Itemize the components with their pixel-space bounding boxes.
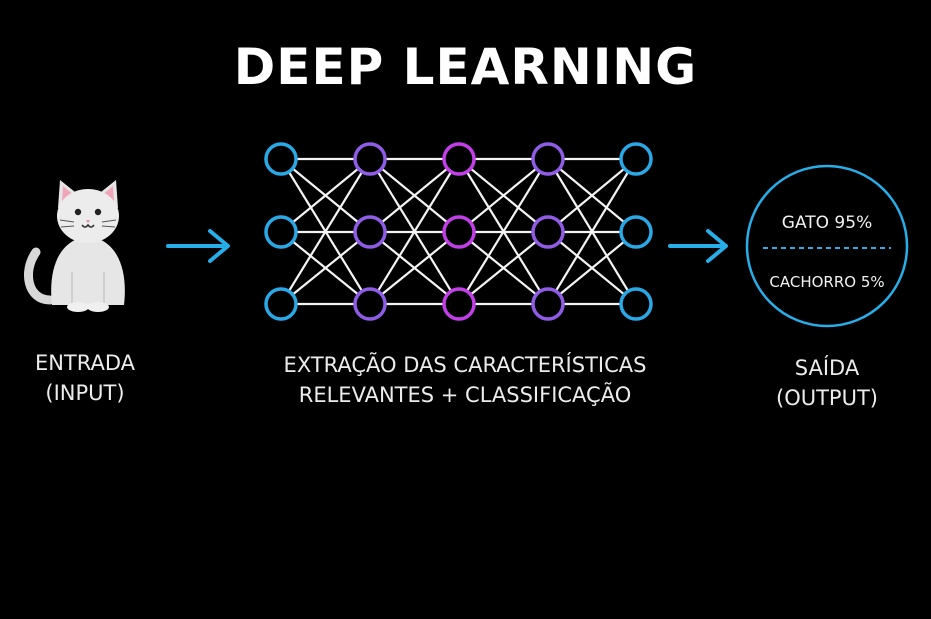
connection-line bbox=[280, 231, 371, 305]
connection-line bbox=[280, 158, 371, 233]
network-node bbox=[531, 215, 565, 249]
network-node bbox=[353, 287, 387, 321]
output-label: SAÍDA (OUTPUT) bbox=[742, 353, 912, 413]
network-label: EXTRAÇÃO DAS CARACTERÍSTICAS RELEVANTES … bbox=[245, 350, 685, 410]
network-node bbox=[619, 142, 653, 176]
connection-line bbox=[547, 158, 637, 305]
output-circle: GATO 95% CACHORRO 5% bbox=[745, 164, 909, 328]
network-label-line2: RELEVANTES + CLASSIFICAÇÃO bbox=[298, 383, 632, 407]
cat-icon bbox=[24, 180, 125, 312]
network-node bbox=[442, 287, 476, 321]
connection-line bbox=[458, 158, 549, 233]
output-label-line1: SAÍDA bbox=[794, 356, 860, 380]
connection-line bbox=[369, 231, 460, 305]
connection-line bbox=[458, 158, 549, 305]
connection-line bbox=[547, 231, 637, 305]
network-node bbox=[264, 215, 298, 249]
network-label-line1: EXTRAÇÃO DAS CARACTERÍSTICAS bbox=[283, 353, 647, 377]
diagram-title: DEEP LEARNING bbox=[233, 38, 698, 96]
input-label: ENTRADA (INPUT) bbox=[5, 348, 165, 408]
network-node bbox=[619, 287, 653, 321]
network-node bbox=[531, 142, 565, 176]
output-class-gato: GATO 95% bbox=[782, 213, 872, 233]
arrow-input-to-network bbox=[166, 229, 230, 263]
network-node bbox=[619, 215, 653, 249]
input-label-line2: (INPUT) bbox=[45, 381, 125, 405]
network-node bbox=[353, 215, 387, 249]
neural-network bbox=[264, 142, 653, 321]
connection-line bbox=[280, 158, 371, 305]
network-node bbox=[264, 142, 298, 176]
network-node bbox=[531, 287, 565, 321]
connection-line bbox=[547, 158, 637, 233]
arrow-network-to-output bbox=[668, 229, 728, 263]
network-node bbox=[264, 287, 298, 321]
connection-line bbox=[458, 231, 549, 305]
network-node bbox=[442, 215, 476, 249]
connection-line bbox=[369, 158, 460, 305]
output-label-line2: (OUTPUT) bbox=[776, 386, 878, 410]
network-node bbox=[442, 142, 476, 176]
input-label-line1: ENTRADA bbox=[34, 351, 136, 375]
network-node bbox=[353, 142, 387, 176]
output-class-cachorro: CACHORRO 5% bbox=[769, 273, 884, 291]
connection-line bbox=[369, 158, 460, 233]
